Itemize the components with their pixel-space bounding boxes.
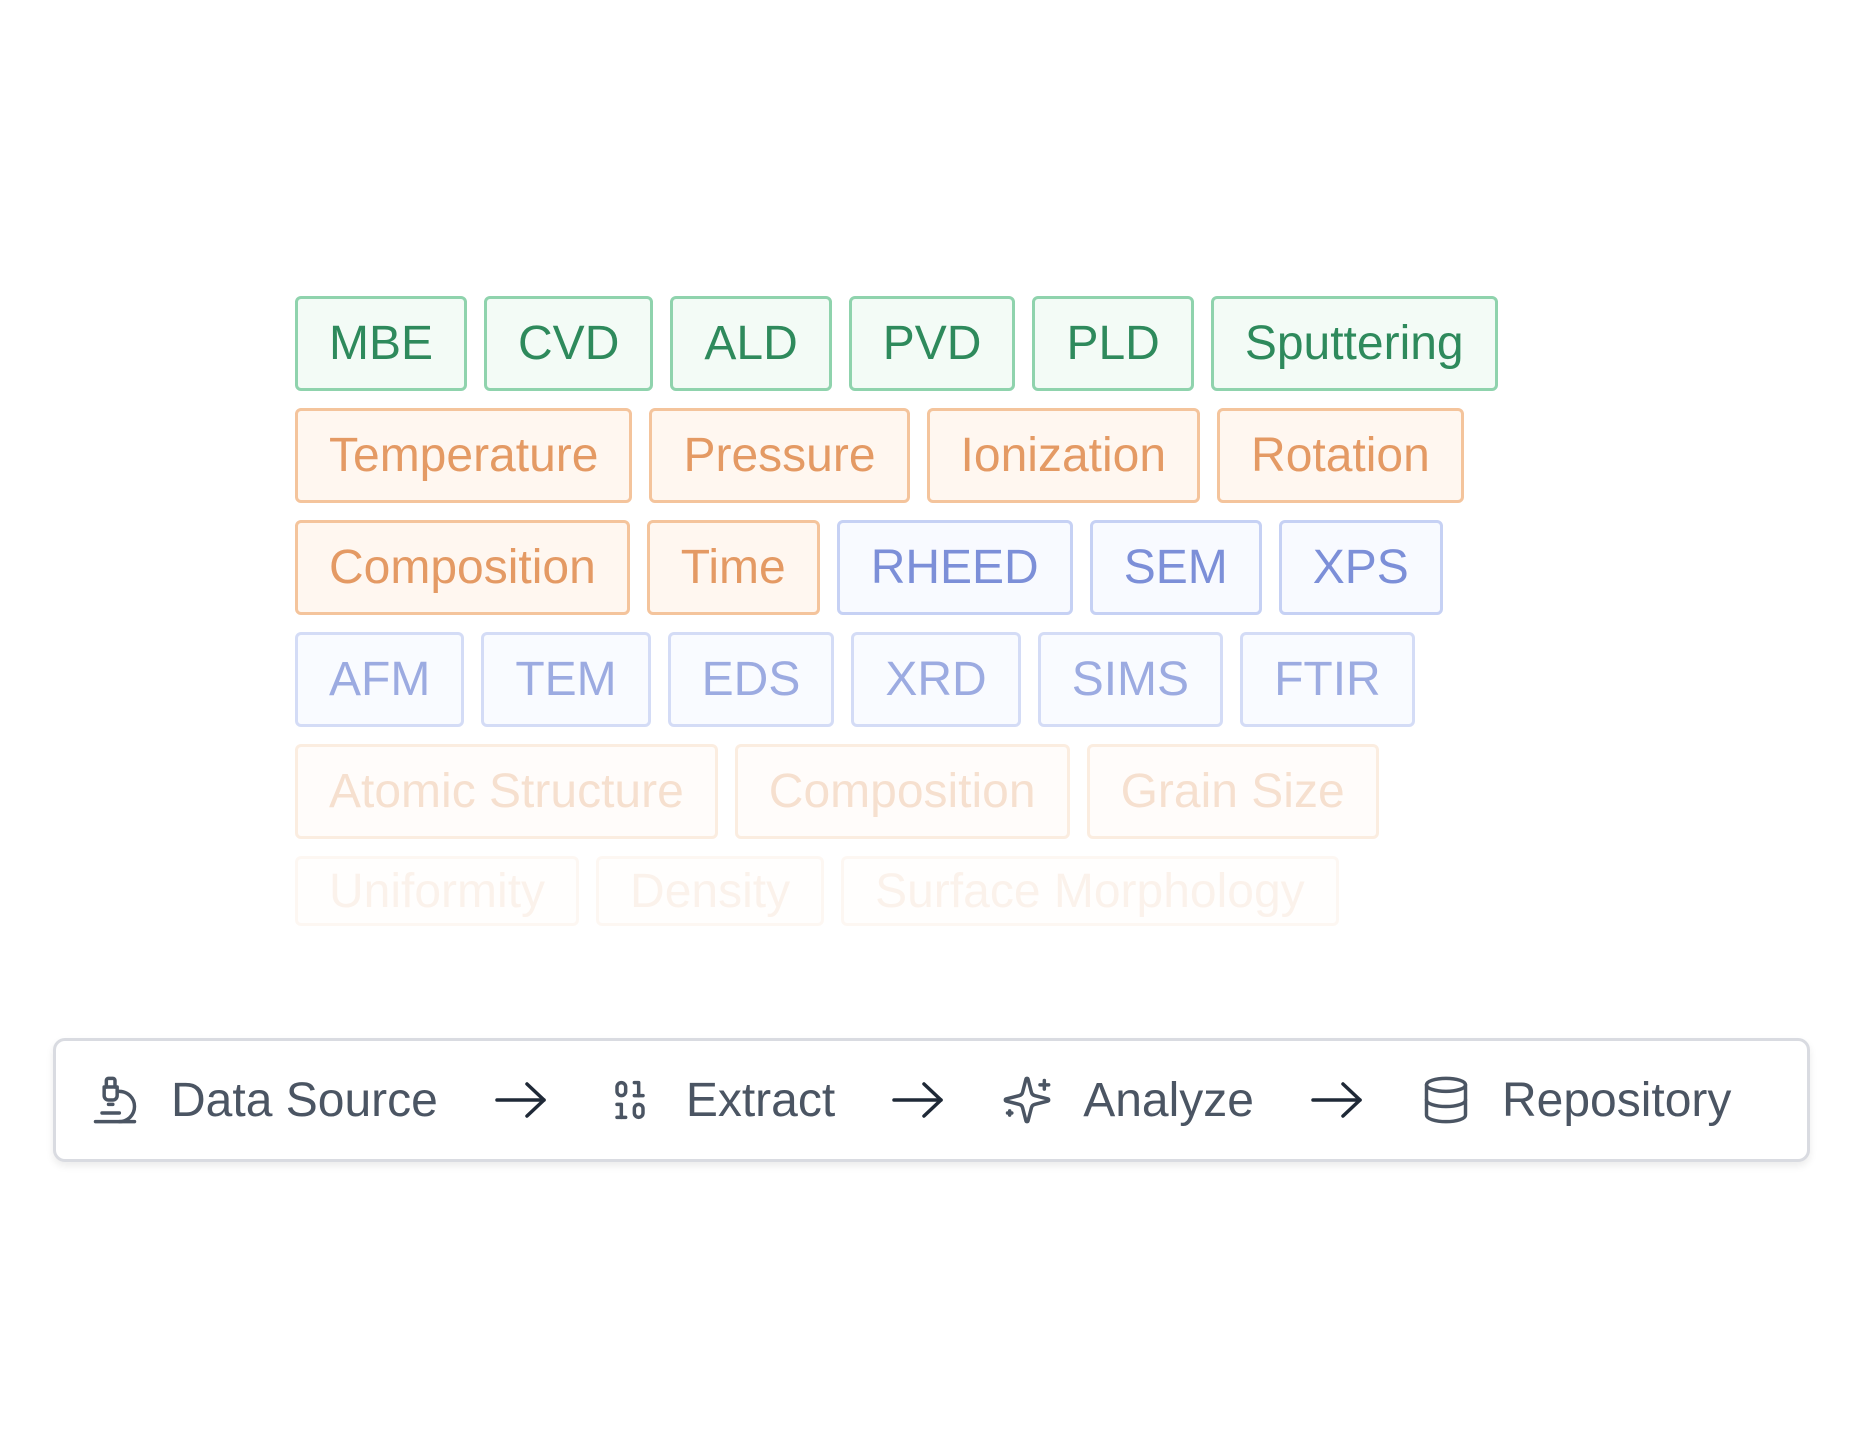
step-data-source: Data Source: [89, 1073, 438, 1128]
tag-composition: Composition: [295, 520, 630, 615]
tag-composition-property: Composition: [734, 744, 1070, 839]
tag-mbe: MBE: [295, 296, 468, 391]
tag-grain-size: Grain Size: [1086, 744, 1379, 839]
tag-ftir: FTIR: [1240, 632, 1415, 727]
tag-rotation: Rotation: [1217, 408, 1464, 503]
tag-sims: SIMS: [1037, 632, 1224, 727]
microscope-icon: [93, 1076, 137, 1124]
tag-sputtering: Sputtering: [1210, 296, 1498, 391]
binary-icon: [615, 1080, 645, 1120]
tag-row-process-parameters: Temperature Pressure Ionization Rotation: [295, 408, 1535, 503]
tag-density: Density: [596, 856, 825, 926]
tag-temperature: Temperature: [295, 408, 633, 503]
tag-tem: TEM: [481, 632, 651, 727]
tag-pressure: Pressure: [649, 408, 910, 503]
tag-cvd: CVD: [484, 296, 654, 391]
tag-sem: SEM: [1089, 520, 1262, 615]
arrow-right-icon: [892, 1082, 943, 1118]
tag-row-faded: Uniformity Density Surface Morphology: [295, 856, 1535, 926]
tag-xps: XPS: [1278, 520, 1443, 615]
arrow-right-icon: [1311, 1082, 1362, 1118]
step-extract: Extract: [604, 1073, 835, 1128]
tag-uniformity: Uniformity: [295, 856, 580, 926]
tag-atomic-structure: Atomic Structure: [295, 744, 718, 839]
tag-xrd: XRD: [851, 632, 1021, 727]
arrow-right-icon: [495, 1082, 546, 1118]
tag-eds: EDS: [667, 632, 835, 727]
tag-surface-morphology: Surface Morphology: [841, 856, 1339, 926]
tag-ionization: Ionization: [926, 408, 1201, 503]
tag-time: Time: [646, 520, 820, 615]
step-label: Data Source: [171, 1073, 438, 1127]
tag-ald: ALD: [670, 296, 832, 391]
tag-pvd: PVD: [848, 296, 1016, 391]
tag-row-deposition-methods: MBE CVD ALD PVD PLD Sputtering: [295, 296, 1535, 391]
tag-rheed: RHEED: [836, 520, 1073, 615]
step-label: Analyze: [1083, 1073, 1254, 1127]
tag-row-mixed: Composition Time RHEED SEM XPS: [295, 520, 1535, 615]
sparkles-icon: [1003, 1076, 1051, 1124]
tag-row-properties: Atomic Structure Composition Grain Size: [295, 744, 1535, 839]
tag-afm: AFM: [295, 632, 465, 727]
tag-row-characterization: AFM TEM EDS XRD SIMS FTIR: [295, 632, 1535, 727]
database-icon: [1424, 1076, 1468, 1124]
step-label: Repository: [1501, 1073, 1732, 1127]
step-label: Extract: [685, 1073, 836, 1127]
tag-pld: PLD: [1032, 296, 1194, 391]
step-analyze: Analyze: [1001, 1073, 1254, 1128]
step-repository: Repository: [1420, 1073, 1731, 1128]
tag-cloud: MBE CVD ALD PVD PLD Sputtering Temperatu…: [295, 296, 1535, 943]
pipeline-bar: Data Source Extract Analyze Repository: [53, 1038, 1810, 1162]
